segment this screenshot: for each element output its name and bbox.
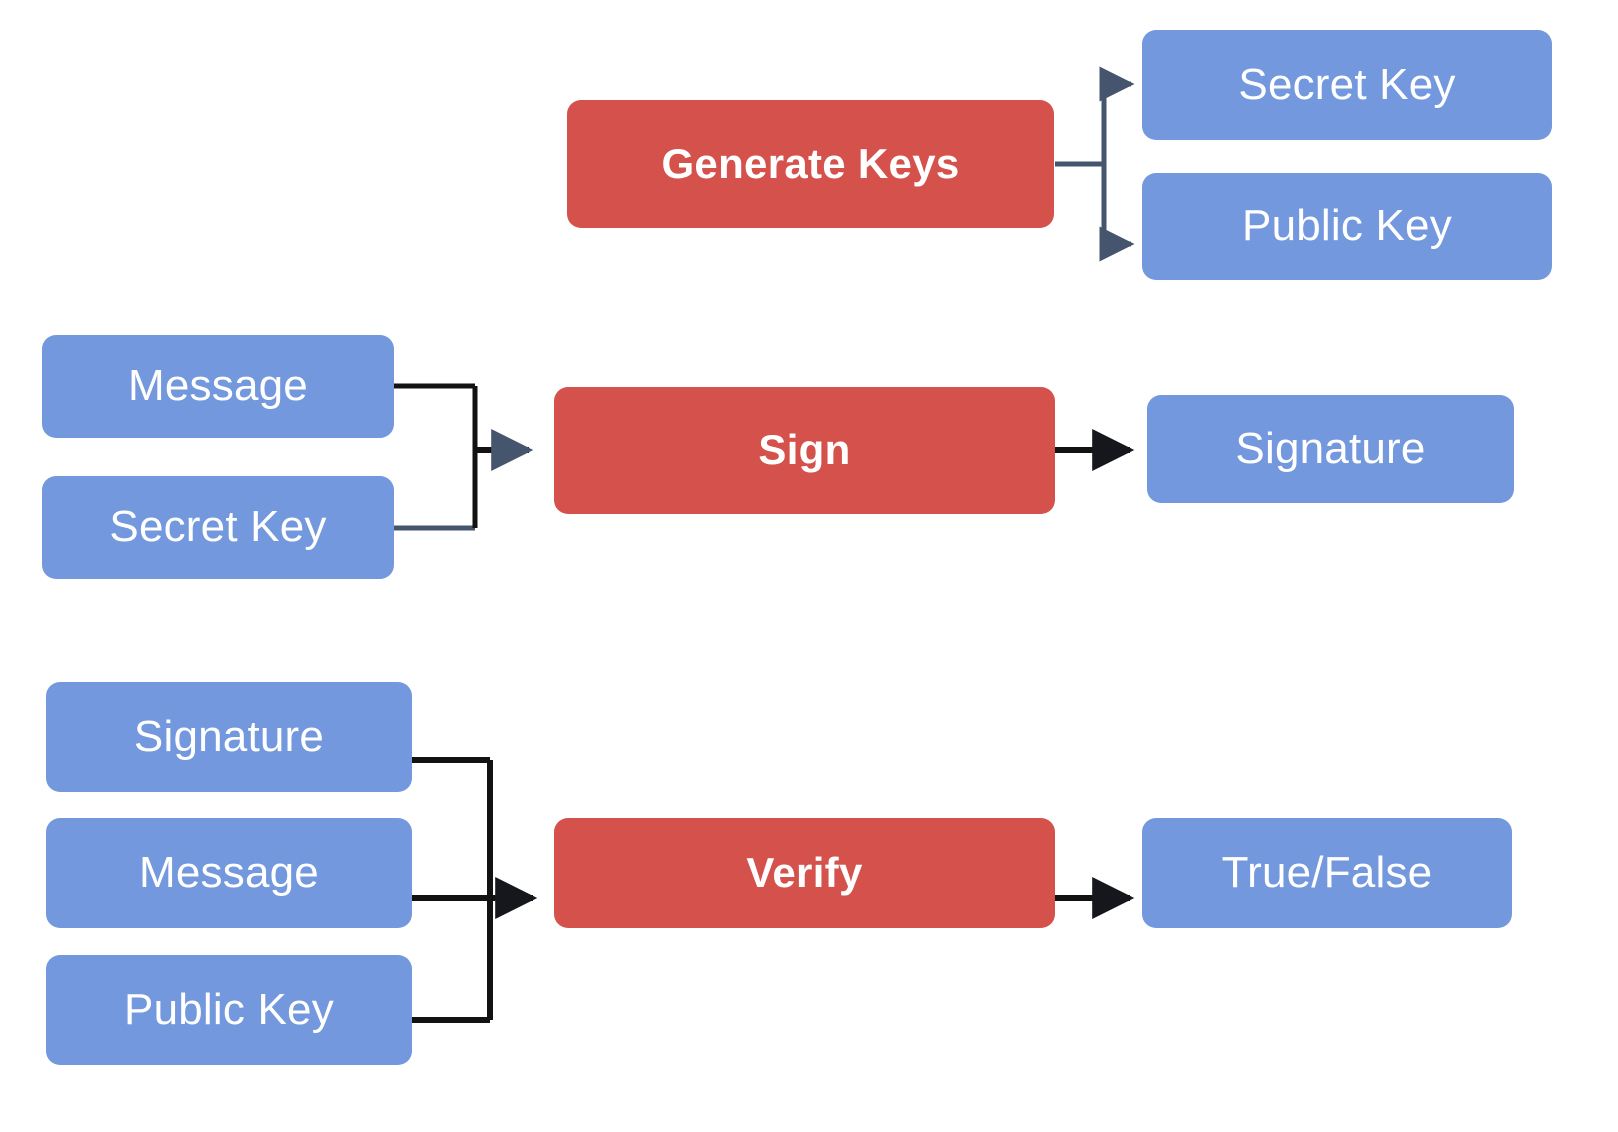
edge-generate-keys-to-keys xyxy=(1055,66,1135,262)
node-sign-label: Sign xyxy=(758,426,851,474)
node-secret-key-output-label: Secret Key xyxy=(1238,59,1456,109)
node-generate-keys-label: Generate Keys xyxy=(661,139,960,187)
node-verify-label: Verify xyxy=(746,848,863,896)
node-verify-input-public-key-label: Public Key xyxy=(124,984,334,1034)
node-sign-input-secret-key-label: Secret Key xyxy=(109,502,327,552)
node-verify-result-output-label: True/False xyxy=(1221,847,1433,897)
node-verify-input-message[interactable]: Message xyxy=(46,818,412,928)
node-verify[interactable]: Verify xyxy=(554,818,1055,928)
node-verify-input-public-key[interactable]: Public Key xyxy=(46,955,412,1065)
node-sign-input-message[interactable]: Message xyxy=(42,335,394,438)
node-verify-input-message-label: Message xyxy=(139,847,319,897)
node-verify-input-signature-label: Signature xyxy=(133,711,325,761)
node-sign-input-message-label: Message xyxy=(128,361,308,411)
edge-verify-inputs-to-verify xyxy=(412,757,538,1023)
node-signature-output[interactable]: Signature xyxy=(1147,395,1514,503)
node-signature-output-label: Signature xyxy=(1235,423,1426,473)
node-sign-input-secret-key[interactable]: Secret Key xyxy=(42,476,394,579)
node-verify-result-output[interactable]: True/False xyxy=(1142,818,1512,928)
node-sign[interactable]: Sign xyxy=(554,387,1055,514)
node-public-key-output-label: Public Key xyxy=(1242,201,1452,251)
node-verify-input-signature[interactable]: Signature xyxy=(46,682,412,792)
node-public-key-output[interactable]: Public Key xyxy=(1142,173,1552,280)
edge-sign-inputs-to-sign xyxy=(394,383,534,531)
node-generate-keys[interactable]: Generate Keys xyxy=(567,100,1054,228)
node-secret-key-output[interactable]: Secret Key xyxy=(1142,30,1552,140)
